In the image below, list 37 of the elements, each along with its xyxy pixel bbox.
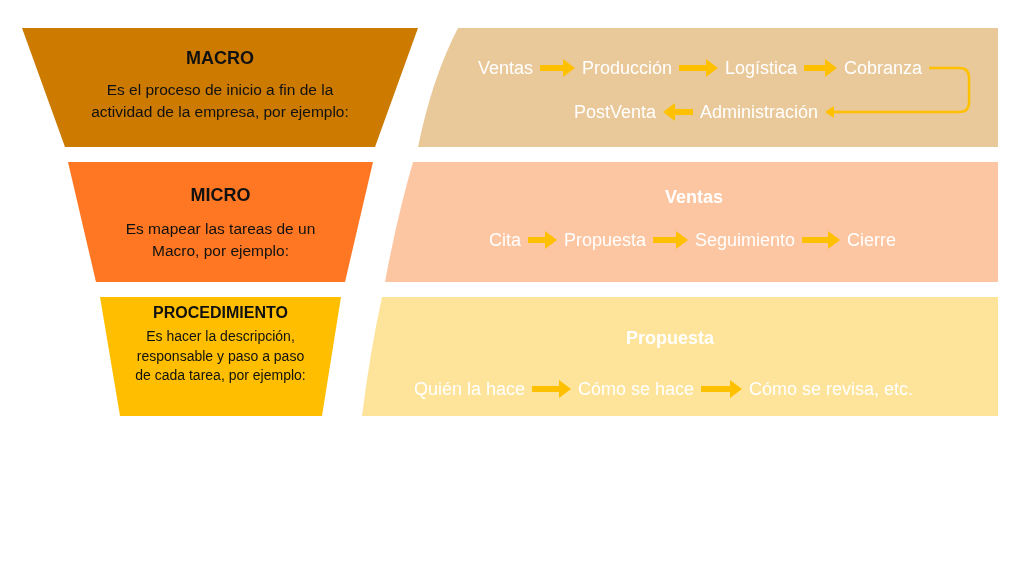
process-step: Cobranza: [837, 57, 930, 79]
process-step: Seguimiento: [688, 229, 803, 251]
process-step: Cómo se revisa, etc.: [742, 378, 921, 400]
level-trapezoid: [100, 297, 341, 416]
example-band: [418, 28, 998, 147]
level-trapezoid: [68, 162, 373, 282]
level-heading: MICRO: [190, 185, 251, 206]
process-step: Cita: [482, 229, 528, 251]
arrow: [804, 59, 837, 77]
arrow: [540, 59, 575, 77]
band-title: Propuesta: [626, 328, 714, 349]
level-description: Es el proceso de inicio a fin de la actividad de la empresa, por ejemplo:: [90, 80, 350, 122]
process-step: Producción: [575, 57, 680, 79]
arrow: [825, 66, 971, 118]
level-heading: MACRO: [186, 48, 254, 69]
process-step: Administración: [693, 101, 826, 123]
level-description: Es hacer la descripción, responsable y paso a paso de cada tarea, por ejemplo:: [134, 327, 307, 386]
arrow: [679, 59, 718, 77]
process-step: Logística: [718, 57, 805, 79]
arrow: [663, 103, 693, 121]
arrow: [532, 380, 571, 398]
level-trapezoid: [22, 28, 418, 147]
arrow: [528, 231, 557, 249]
process-step: Propuesta: [557, 229, 654, 251]
level-description: Es mapear las tareas de un Macro, por ejemplo:: [124, 219, 317, 261]
arrow: [701, 380, 742, 398]
process-step: Cómo se hace: [571, 378, 702, 400]
band-title: Ventas: [665, 187, 723, 208]
process-step: PostVenta: [567, 101, 664, 123]
process-step: Quién la hace: [407, 378, 533, 400]
level-heading: PROCEDIMIENTO: [153, 304, 288, 322]
example-band: [362, 297, 998, 416]
process-step: Ventas: [471, 57, 541, 79]
example-band: [385, 162, 998, 282]
arrow: [653, 231, 688, 249]
process-step: Cierre: [840, 229, 903, 251]
arrow: [802, 231, 840, 249]
